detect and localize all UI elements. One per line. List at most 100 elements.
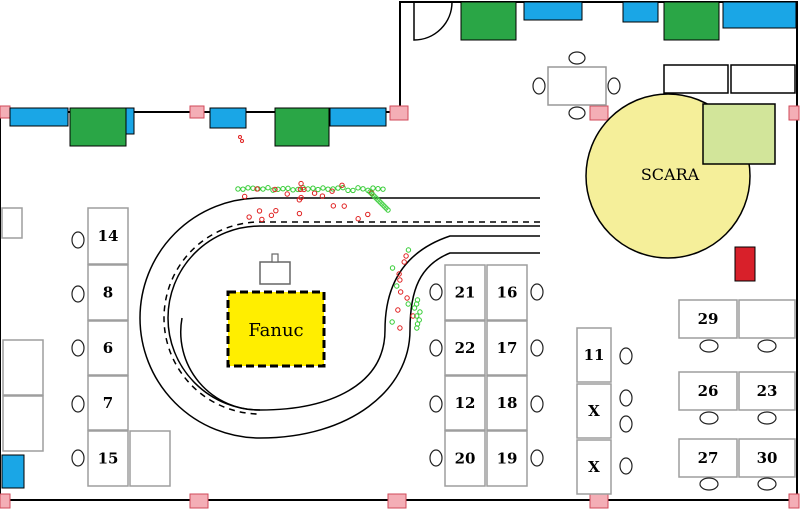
chair [71, 339, 85, 357]
chair [757, 477, 777, 491]
desk-surface [576, 439, 612, 495]
desk-surface [444, 264, 486, 321]
desk-number-label: 6 [103, 339, 113, 357]
desk-surface [486, 264, 528, 321]
trajectory-point [296, 210, 303, 217]
desk-number-label: 11 [584, 346, 605, 364]
trajectory-point [295, 186, 301, 193]
chair [530, 449, 544, 467]
desk-number-label: 19 [497, 450, 518, 468]
desk-29: 29 [678, 299, 738, 353]
scara-robot-cell: SCARA [585, 93, 776, 282]
chair [530, 339, 544, 357]
scara-label: SCARA [641, 165, 700, 184]
trajectory-point [355, 216, 361, 222]
trajectory-point [315, 186, 321, 193]
trajectory-point [389, 319, 395, 325]
desk-surface [444, 375, 486, 431]
desk-surface [444, 430, 486, 487]
desk-number-label: 27 [698, 449, 719, 467]
chair [699, 477, 719, 491]
trajectory-point [397, 277, 403, 283]
trajectory-point [273, 207, 279, 214]
trajectory-point [329, 188, 335, 194]
desk-22: 22 [429, 320, 486, 376]
trajectory-point [272, 186, 278, 193]
desk-30: 30 [738, 438, 796, 491]
desk-number-label: 29 [698, 310, 719, 328]
desk-surface [576, 383, 612, 439]
trajectory-point [375, 186, 381, 192]
trajectory-point [385, 207, 391, 213]
trajectory-point [405, 247, 412, 253]
trajectory-point [298, 194, 304, 201]
chair [530, 283, 544, 301]
robot-trajectory [235, 135, 423, 331]
fanuc-label: Fanuc [248, 320, 303, 341]
empty-desk [738, 299, 796, 339]
chair [757, 411, 777, 425]
chair [71, 285, 85, 303]
cabinets [1, 1, 797, 489]
trajectory-point [238, 135, 242, 139]
desk-surface [87, 207, 129, 265]
trajectory-point [275, 186, 281, 192]
desk-20: 20 [429, 430, 486, 487]
trajectory-point [389, 265, 396, 271]
trajectory-point [360, 186, 366, 192]
trajectory-point [246, 214, 252, 220]
chair [699, 411, 719, 425]
trajectory-point [397, 325, 403, 331]
trajectory-point [241, 193, 248, 200]
desk-surface [678, 371, 738, 411]
left-shelves [1, 207, 44, 452]
desk-number-label: 26 [698, 382, 719, 400]
trajectory-point [395, 307, 401, 313]
desk-26: 26 [678, 371, 738, 425]
trajectory-point [380, 186, 386, 192]
desk-11: 11 [576, 327, 633, 383]
desk-number-label: X [588, 458, 600, 476]
desk-number-label: 12 [455, 394, 476, 412]
desk-surface [678, 299, 738, 339]
trajectory-point [285, 185, 291, 192]
trajectory-point [311, 190, 318, 196]
agv-track [139, 197, 540, 439]
trajectory-point [355, 185, 361, 191]
chair [619, 347, 633, 365]
desk-number-label: 22 [455, 339, 476, 357]
trajectory-point [297, 186, 304, 193]
trajectory-point [350, 187, 356, 194]
trajectory-point [298, 180, 304, 187]
desk-surface [738, 371, 796, 411]
desk-21: 21 [429, 264, 486, 321]
pillars [0, 105, 800, 509]
trajectory-point [365, 211, 371, 218]
desk-number-label: 18 [497, 394, 518, 412]
trajectory-point [330, 203, 337, 209]
desk-number-label: 14 [98, 227, 119, 245]
desk-surface [444, 320, 486, 376]
chair [429, 395, 443, 413]
trajectory-point [341, 203, 347, 209]
chair [619, 389, 633, 407]
desk-15: 15 [71, 430, 129, 487]
trajectory-point [259, 216, 265, 223]
desk-surface [678, 438, 738, 478]
desk-number-label: 21 [455, 284, 476, 302]
trajectory-point [410, 313, 416, 319]
desk-19: 19 [486, 430, 544, 487]
trajectory-point [401, 259, 407, 265]
chair [757, 339, 777, 353]
trajectory-point [414, 325, 420, 331]
trajectory-point [280, 186, 286, 192]
trajectory-point [320, 185, 326, 191]
fanuc-robot-cell: Fanuc [226, 253, 326, 368]
desk-surface [87, 430, 129, 487]
chair [71, 395, 85, 413]
desk-x2: X [576, 439, 633, 495]
desk-surface [87, 320, 129, 376]
desk-surface [738, 438, 796, 478]
top-right-tables [532, 51, 796, 120]
